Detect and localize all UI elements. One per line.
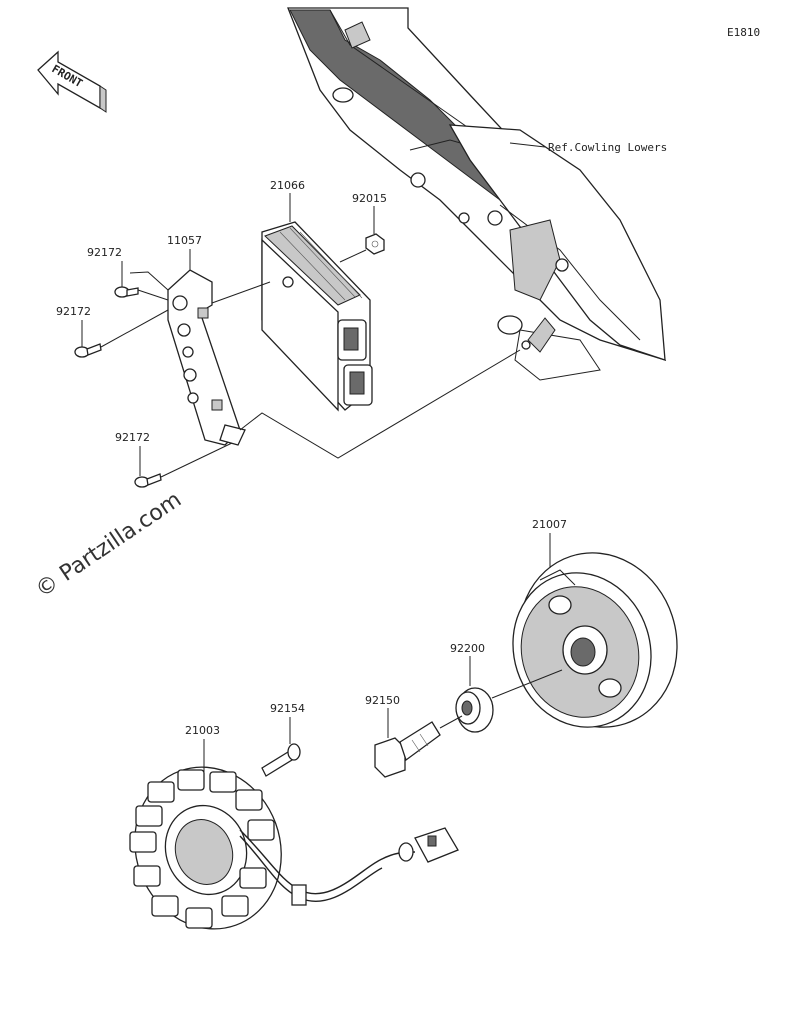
part-number-21003: 21003 — [185, 724, 220, 737]
flange-bolt — [374, 721, 441, 778]
part-number-92172-lower: 92172 — [115, 431, 150, 444]
screw-upper — [114, 286, 139, 298]
part-number-21066: 21066 — [270, 179, 305, 192]
part-number-92154: 92154 — [270, 702, 305, 715]
part-number-92172-middle: 92172 — [56, 305, 91, 318]
frame-cowling-lower — [287, 7, 667, 381]
washer — [455, 687, 494, 733]
bracket — [167, 269, 246, 446]
front-arrow-icon: FRONT — [37, 50, 107, 113]
reference-note: Ref.Cowling Lowers — [548, 141, 667, 154]
part-number-92015: 92015 — [352, 192, 387, 205]
part-number-21007: 21007 — [532, 518, 567, 531]
part-number-92172-upper: 92172 — [87, 246, 122, 259]
diagram-code: E1810 — [727, 26, 760, 39]
socket-bolt — [261, 743, 301, 777]
screw-middle — [74, 343, 102, 358]
part-number-92150: 92150 — [365, 694, 400, 707]
rotor-flywheel — [512, 552, 678, 728]
part-number-11057: 11057 — [167, 234, 202, 247]
regulator-rectifier — [261, 221, 373, 412]
nut — [365, 233, 385, 255]
stator — [129, 766, 459, 930]
part-number-92200: 92200 — [450, 642, 485, 655]
screw-lower — [134, 473, 162, 488]
watermark: © Partzilla.com — [31, 487, 186, 603]
